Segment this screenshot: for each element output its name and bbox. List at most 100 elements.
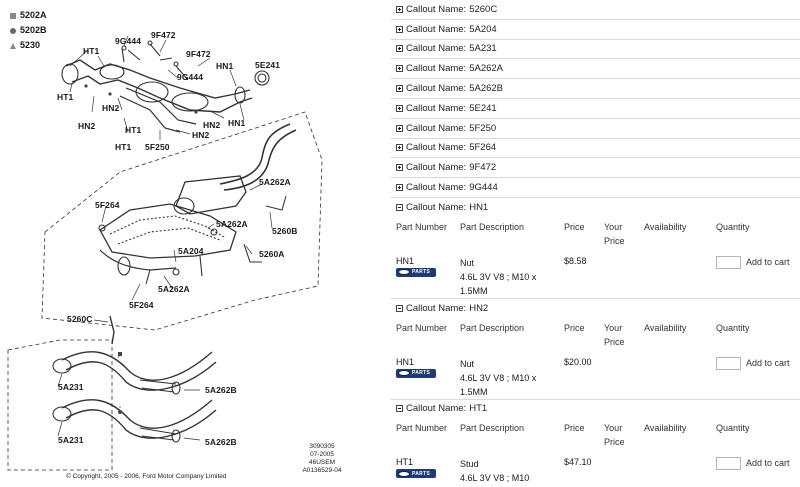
price: $20.00 — [564, 356, 592, 367]
callout-5A262B[interactable]: Callout Name: 5A262B — [391, 79, 800, 99]
col-your-price: Your — [604, 423, 623, 434]
callout-name: 9G444 — [469, 182, 498, 194]
callout-header[interactable]: Callout Name: 5260C — [391, 0, 800, 19]
callout-prefix: Callout Name: — [406, 302, 467, 314]
expand-icon[interactable] — [396, 184, 403, 192]
table-row: HT1 PARTS Stud 4.6L 3V V8 ; M10 $47.10 A… — [396, 457, 800, 487]
callout-header[interactable]: Callout Name: 5A231 — [391, 40, 800, 59]
collapse-icon[interactable] — [396, 405, 403, 413]
badge-text: PARTS — [412, 470, 431, 477]
expand-icon[interactable] — [396, 144, 403, 152]
callout-5F250[interactable]: Callout Name: 5F250 — [391, 119, 800, 139]
col-availability: Availability — [644, 221, 687, 232]
ford-logo-icon — [398, 370, 410, 377]
diagram-legend: 5202A 5202B 5230 — [10, 8, 47, 53]
callout-9G444[interactable]: Callout Name: 9G444 — [391, 178, 800, 198]
drawing-id-line: 46USEM — [308, 459, 335, 466]
callout-header[interactable]: Callout Name: 5F264 — [391, 139, 800, 158]
parts-table: Part Number Part Description Price Your … — [391, 222, 800, 298]
expand-icon[interactable] — [396, 65, 403, 73]
col-your-price-2: Price — [604, 437, 625, 448]
diagram-callout: 5A262B — [205, 437, 237, 447]
diagram-callout: 9G444 — [177, 72, 204, 82]
quantity-cell: Add to cart — [716, 457, 796, 487]
description-line: Nut — [460, 358, 475, 369]
legend-label: 5202B — [20, 25, 47, 35]
callout-name: HT1 — [469, 403, 488, 415]
diagram-callout: 5260C — [67, 314, 93, 324]
callout-header[interactable]: Callout Name: 5F250 — [391, 119, 800, 138]
callout-header[interactable]: Callout Name: HN2 — [391, 299, 800, 318]
expand-icon[interactable] — [396, 85, 403, 93]
callout-header[interactable]: Callout Name: 5E241 — [391, 99, 800, 118]
callout-prefix: Callout Name: — [406, 182, 467, 194]
col-part-description: Part Description — [460, 423, 525, 434]
col-your-price-2: Price — [604, 235, 625, 246]
col-availability: Availability — [644, 322, 687, 333]
expand-icon[interactable] — [396, 45, 403, 53]
callout-header[interactable]: Callout Name: 9G444 — [391, 178, 800, 197]
badge-text: PARTS — [412, 269, 431, 276]
col-your-price: Your — [604, 221, 623, 232]
add-to-cart-button[interactable]: Add to cart — [746, 458, 790, 469]
callout-header[interactable]: Callout Name: 9F472 — [391, 158, 800, 177]
quantity-input[interactable] — [716, 356, 741, 370]
quantity-input[interactable] — [716, 255, 741, 269]
part-number[interactable]: HN1 — [396, 356, 415, 367]
diagram-callout: 5A231 — [58, 382, 84, 392]
col-availability: Availability — [644, 423, 687, 434]
copyright-text: © Copyright, 2005 - 2006, Ford Motor Com… — [66, 473, 227, 480]
callout-header[interactable]: Callout Name: HN1 — [391, 198, 800, 217]
col-price: Price — [564, 423, 585, 434]
part-number-cell: HN1 PARTS — [396, 357, 460, 399]
part-number[interactable]: HT1 — [396, 457, 414, 468]
legend-item: 5202A — [10, 8, 47, 23]
callout-prefix: Callout Name: — [406, 201, 467, 213]
callout-header[interactable]: Callout Name: HT1 — [391, 400, 800, 419]
table-row: HN1 PARTS Nut 4.6L 3V V8 ; M10 x 1.5MM $… — [396, 255, 800, 298]
callout-HN2: Callout Name: HN2 Part Number Part Descr… — [391, 299, 800, 400]
diagram-callout: 5F250 — [145, 142, 170, 152]
callout-5A204[interactable]: Callout Name: 5A204 — [391, 20, 800, 40]
ford-parts-badge: PARTS — [396, 469, 436, 479]
drawing-id-line: A0136529-04 — [302, 467, 342, 474]
quantity-input[interactable] — [716, 457, 741, 471]
diagram-callout: HT1 — [115, 142, 132, 152]
callout-header[interactable]: Callout Name: 5A204 — [391, 20, 800, 39]
collapse-icon[interactable] — [396, 203, 403, 211]
expand-icon[interactable] — [396, 104, 403, 112]
expand-icon[interactable] — [396, 164, 403, 172]
callout-name: 5F264 — [469, 142, 497, 154]
description-line: 4.6L 3V V8 ; M10 x — [460, 271, 537, 282]
callout-5E241[interactable]: Callout Name: 5E241 — [391, 99, 800, 119]
diagram-callout: HN2 — [102, 103, 120, 113]
diagram-callout: 9F472 — [186, 49, 211, 59]
diagram-callout: 5A262A — [158, 284, 190, 294]
add-to-cart-button[interactable]: Add to cart — [746, 256, 790, 267]
expand-icon[interactable] — [396, 5, 403, 13]
callout-prefix: Callout Name: — [406, 63, 467, 75]
callout-5A262A[interactable]: Callout Name: 5A262A — [391, 59, 800, 80]
col-quantity: Quantity — [716, 423, 750, 434]
description-line: 4.6L 3V V8 ; M10 x — [460, 372, 537, 383]
table-header-row-2: Price — [396, 337, 800, 351]
your-price — [604, 256, 644, 298]
diagram-callout: HT1 — [125, 125, 142, 135]
expand-icon[interactable] — [396, 25, 403, 33]
callout-header[interactable]: Callout Name: 5A262B — [391, 79, 800, 98]
callout-9F472[interactable]: Callout Name: 9F472 — [391, 158, 800, 179]
collapse-icon[interactable] — [396, 304, 403, 312]
diagram-callout: HN2 — [192, 130, 210, 140]
expand-icon[interactable] — [396, 124, 403, 132]
callout-prefix: Callout Name: — [406, 3, 467, 15]
add-to-cart-button[interactable]: Add to cart — [746, 357, 790, 368]
callout-prefix: Callout Name: — [406, 43, 467, 55]
callout-5F264[interactable]: Callout Name: 5F264 — [391, 139, 800, 159]
callout-header[interactable]: Callout Name: 5A262A — [391, 59, 800, 78]
part-number[interactable]: HN1 — [396, 255, 415, 266]
diagram-callout: 5260A — [259, 249, 285, 259]
callout-5260C[interactable]: Callout Name: 5260C — [391, 0, 800, 20]
description-line: Stud — [460, 459, 479, 470]
callout-5A231[interactable]: Callout Name: 5A231 — [391, 40, 800, 60]
callout-prefix: Callout Name: — [406, 23, 467, 35]
